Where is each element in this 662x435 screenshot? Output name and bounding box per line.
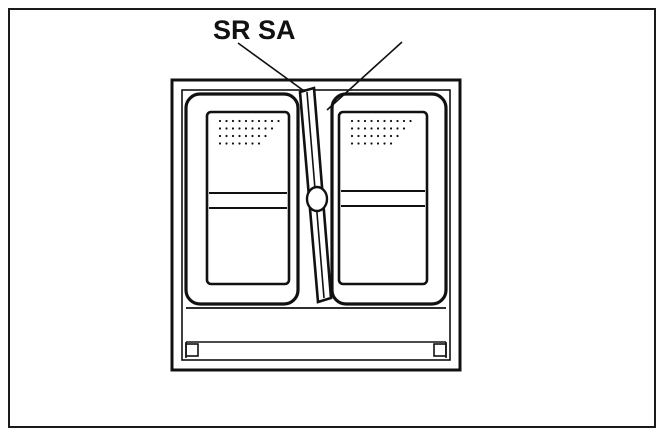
leader-line-sa: [326, 41, 403, 111]
texture-dot: [251, 142, 254, 145]
texture-dot: [370, 119, 373, 123]
texture-dot: [231, 142, 235, 145]
texture-dot: [389, 127, 393, 130]
texture-dot: [389, 142, 393, 145]
texture-dot: [383, 142, 386, 145]
texture-dot: [376, 119, 380, 123]
texture-dot: [264, 134, 267, 138]
texture-dot: [370, 142, 373, 145]
texture-dot: [257, 127, 261, 130]
texture-dot: [225, 127, 228, 130]
texture-dot: [350, 127, 354, 130]
left-rocker-switch: [184, 92, 300, 306]
texture-dot: [231, 134, 235, 138]
texture-dot: [357, 134, 360, 138]
texture-dot: [251, 127, 254, 130]
texture-dot: [244, 134, 248, 138]
texture-dot: [357, 127, 360, 130]
corner-square-bottom-right: [433, 343, 447, 357]
panel-housing: [170, 78, 462, 372]
texture-dot: [257, 119, 261, 123]
texture-dot: [231, 119, 235, 123]
texture-dot: [238, 142, 241, 145]
texture-dot: [244, 119, 248, 123]
texture-dot: [396, 134, 399, 138]
texture-dot: [251, 119, 254, 123]
leader-line-sr: [237, 42, 312, 97]
texture-dot: [363, 119, 367, 123]
left-switch-dot-grid: [218, 119, 280, 145]
center-pivot-circle: [305, 185, 329, 213]
texture-dot: [383, 134, 386, 138]
texture-dot: [376, 134, 380, 138]
corner-square-bottom-left: [185, 343, 199, 357]
callout-label: SR SA: [213, 15, 296, 45]
texture-dot: [363, 142, 367, 145]
texture-dot: [402, 127, 406, 130]
texture-dot: [396, 119, 399, 123]
texture-dot: [270, 127, 274, 130]
texture-dot: [357, 119, 360, 123]
texture-dot: [238, 134, 241, 138]
texture-dot: [363, 127, 367, 130]
texture-dot: [357, 142, 360, 145]
texture-dot: [244, 142, 248, 145]
texture-dot: [225, 142, 228, 145]
texture-dot: [225, 134, 228, 138]
texture-dot: [383, 119, 386, 123]
texture-dot: [350, 119, 354, 123]
texture-dot: [257, 134, 261, 138]
right-rocker-switch: [330, 92, 448, 306]
texture-dot: [238, 127, 241, 130]
right-switch-dot-grid: [350, 119, 412, 145]
texture-dot: [238, 119, 241, 123]
texture-dot: [264, 127, 267, 130]
texture-dot: [218, 119, 222, 123]
texture-dot: [376, 142, 380, 145]
texture-dot: [409, 119, 412, 123]
texture-dot: [363, 134, 367, 138]
texture-dot: [251, 134, 254, 138]
texture-dot: [231, 127, 235, 130]
texture-dot: [389, 134, 393, 138]
texture-dot: [218, 127, 222, 130]
texture-dot: [350, 134, 354, 138]
texture-dot: [383, 127, 386, 130]
texture-dot: [218, 142, 222, 145]
texture-dot: [370, 134, 373, 138]
texture-dot: [244, 127, 248, 130]
texture-dot: [277, 119, 280, 123]
texture-dot: [225, 119, 228, 123]
texture-dot: [257, 142, 261, 145]
texture-dot: [396, 127, 399, 130]
texture-dot: [264, 119, 267, 123]
texture-dot: [218, 134, 222, 138]
texture-dot: [389, 119, 393, 123]
texture-dot: [350, 142, 354, 145]
texture-dot: [376, 127, 380, 130]
texture-dot: [402, 119, 406, 123]
texture-dot: [370, 127, 373, 130]
texture-dot: [270, 119, 274, 123]
